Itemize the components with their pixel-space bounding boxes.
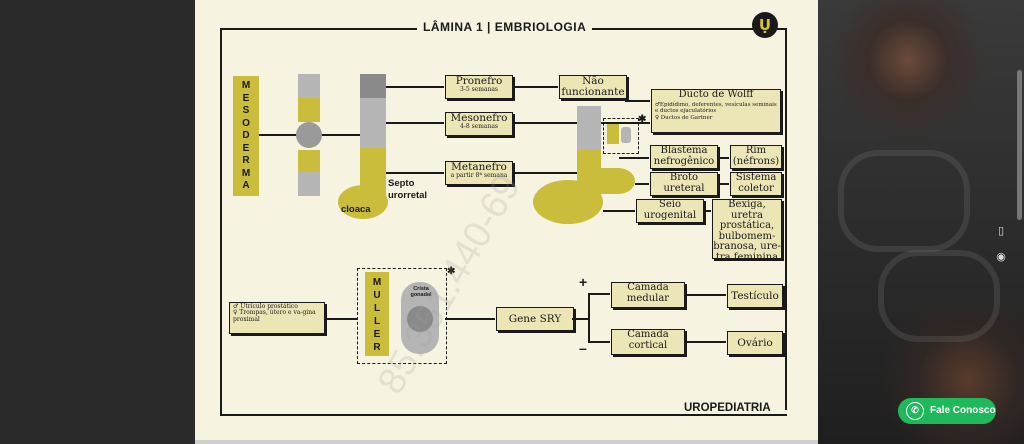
connector-line — [512, 86, 558, 88]
blastema-box: Blastema nefrogênico — [650, 145, 718, 169]
plus-sign: + — [579, 274, 588, 290]
connector-line — [635, 183, 649, 185]
connector-line — [684, 294, 726, 296]
camada-cortical-box: Camada cortical — [611, 329, 685, 355]
rim-box: Rim (néfrons) — [730, 145, 782, 169]
fale-conosco-button[interactable]: ✆ Fale Conosco — [898, 398, 996, 424]
minus-sign: – — [579, 340, 587, 356]
segment-dark — [360, 74, 386, 98]
ducto-wolff-box: Ducto de Wolff ♂Epidídimo, deferentes, v… — [651, 89, 781, 133]
crista-gonadal-label: Crista gonadal — [410, 286, 432, 298]
connector-line — [386, 122, 444, 124]
cloaca-label: cloaca — [341, 204, 371, 215]
gene-sry-box: Gene SRY — [496, 307, 574, 331]
zoom-inset — [603, 118, 639, 154]
segment-gray — [360, 98, 386, 148]
page-scrollbar[interactable] — [1017, 70, 1022, 220]
right-background-image — [818, 0, 1024, 444]
color-wheel-icon[interactable]: ◉ — [996, 250, 1006, 263]
ovario-box: Ovário — [727, 331, 783, 355]
segment-gray — [298, 74, 320, 98]
utriculo-box: ♂ Utrículo prostático ♀ Trompas, útero e… — [229, 302, 325, 334]
testiculo-box: Testículo — [727, 284, 783, 308]
cloaca-shape — [338, 185, 388, 219]
connector-line — [327, 318, 357, 320]
bexiga-box: Bexiga, uretra prostática, bulbomem-bran… — [712, 199, 782, 263]
book-icon[interactable]: ▯ — [997, 224, 1005, 237]
left-background — [0, 0, 193, 444]
camada-medular-box: Camada medular — [611, 282, 685, 308]
cloaca-shape-2 — [533, 180, 603, 224]
connector-line — [588, 341, 610, 343]
fale-conosco-label: Fale Conosco — [930, 405, 996, 416]
nao-funcionante-box: Não funcionante — [559, 75, 627, 99]
segment-yellow — [298, 98, 320, 122]
connector-line — [588, 293, 590, 341]
septo-label: Septo — [388, 178, 415, 189]
page-title: LÂMINA 1 | EMBRIOLOGIA — [417, 20, 593, 34]
segment-gray — [298, 172, 320, 196]
circle-marker — [296, 122, 322, 148]
asterisk-icon: ✱ — [638, 114, 647, 125]
page-frame-right — [785, 30, 787, 410]
brand-logo: Ụ — [752, 12, 778, 38]
horizontal-scrollbar[interactable] — [195, 440, 818, 444]
connector-line — [445, 318, 495, 320]
intestine-shape — [878, 250, 1000, 342]
urorretal-label: urorretal — [388, 190, 428, 201]
crista-gonadal-shape — [401, 282, 439, 354]
connector-line — [717, 183, 729, 185]
connector-line — [703, 210, 711, 212]
seio-urogenital-box: Seio urogenital — [636, 199, 704, 223]
sistema-coletor-box: Sistema coletor — [730, 172, 782, 196]
asterisk-icon: ✱ — [447, 266, 456, 277]
whatsapp-icon: ✆ — [906, 402, 924, 420]
connector-line — [603, 210, 635, 212]
connector-line — [625, 100, 650, 102]
connector-line — [572, 318, 588, 320]
muller-inset — [357, 268, 447, 364]
connector-line — [717, 157, 729, 159]
ureteric-bud-shape — [601, 168, 635, 194]
broto-ureteral-box: Broto ureteral — [650, 172, 718, 196]
connector-line — [512, 172, 598, 174]
connector-line — [619, 157, 649, 159]
segment-yellow — [298, 150, 320, 172]
connector-line — [684, 341, 726, 343]
connector-line — [386, 172, 444, 174]
connector-line — [588, 293, 610, 295]
intestine-shape — [838, 150, 970, 252]
connector-line — [386, 86, 444, 88]
segment-gray — [577, 106, 601, 152]
footer-label: UROPEDIATRIA — [680, 402, 775, 414]
